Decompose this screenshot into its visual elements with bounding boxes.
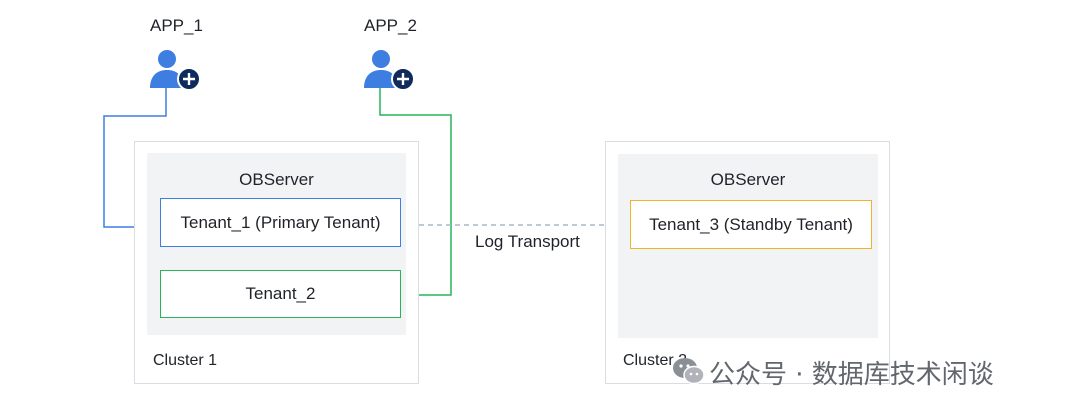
app1-label: APP_1 xyxy=(150,16,203,35)
observer-area: OBServer Tenant_1 (Primary Tenant) Tenan… xyxy=(147,153,406,335)
observer-title: OBServer xyxy=(239,170,314,189)
tenant-1-box[interactable]: Tenant_1 (Primary Tenant) xyxy=(160,198,401,247)
cluster-2: OBServer Tenant_3 (Standby Tenant) Clust… xyxy=(605,141,890,384)
wechat-icon xyxy=(673,358,705,385)
observer-area: OBServer Tenant_3 (Standby Tenant) xyxy=(618,154,878,338)
user-add-icon xyxy=(364,50,415,91)
watermark-text: 公众号 · 数据库技术闲谈 xyxy=(709,360,994,390)
cluster-1: OBServer Tenant_1 (Primary Tenant) Tenan… xyxy=(134,141,419,384)
app2-label: APP_2 xyxy=(364,16,417,35)
tenant-1-label: Tenant_1 (Primary Tenant) xyxy=(180,212,381,232)
cluster-2-label: Cluster 2 xyxy=(623,352,688,369)
user-add-icon xyxy=(150,50,201,91)
tenant-2-box[interactable]: Tenant_2 xyxy=(160,270,401,318)
app2-to-tenant2-line xyxy=(379,88,452,299)
tenant-3-label: Tenant_3 (Standby Tenant) xyxy=(649,214,853,234)
tenant-2-label: Tenant_2 xyxy=(245,284,316,303)
observer-title: OBServer xyxy=(710,170,786,189)
cluster-1-label: Cluster 1 xyxy=(153,352,218,369)
tenant-3-box[interactable]: Tenant_3 (Standby Tenant) xyxy=(630,200,872,249)
app1-to-tenant1-line xyxy=(103,88,167,231)
log-transport-label: Log Transport xyxy=(475,232,580,251)
